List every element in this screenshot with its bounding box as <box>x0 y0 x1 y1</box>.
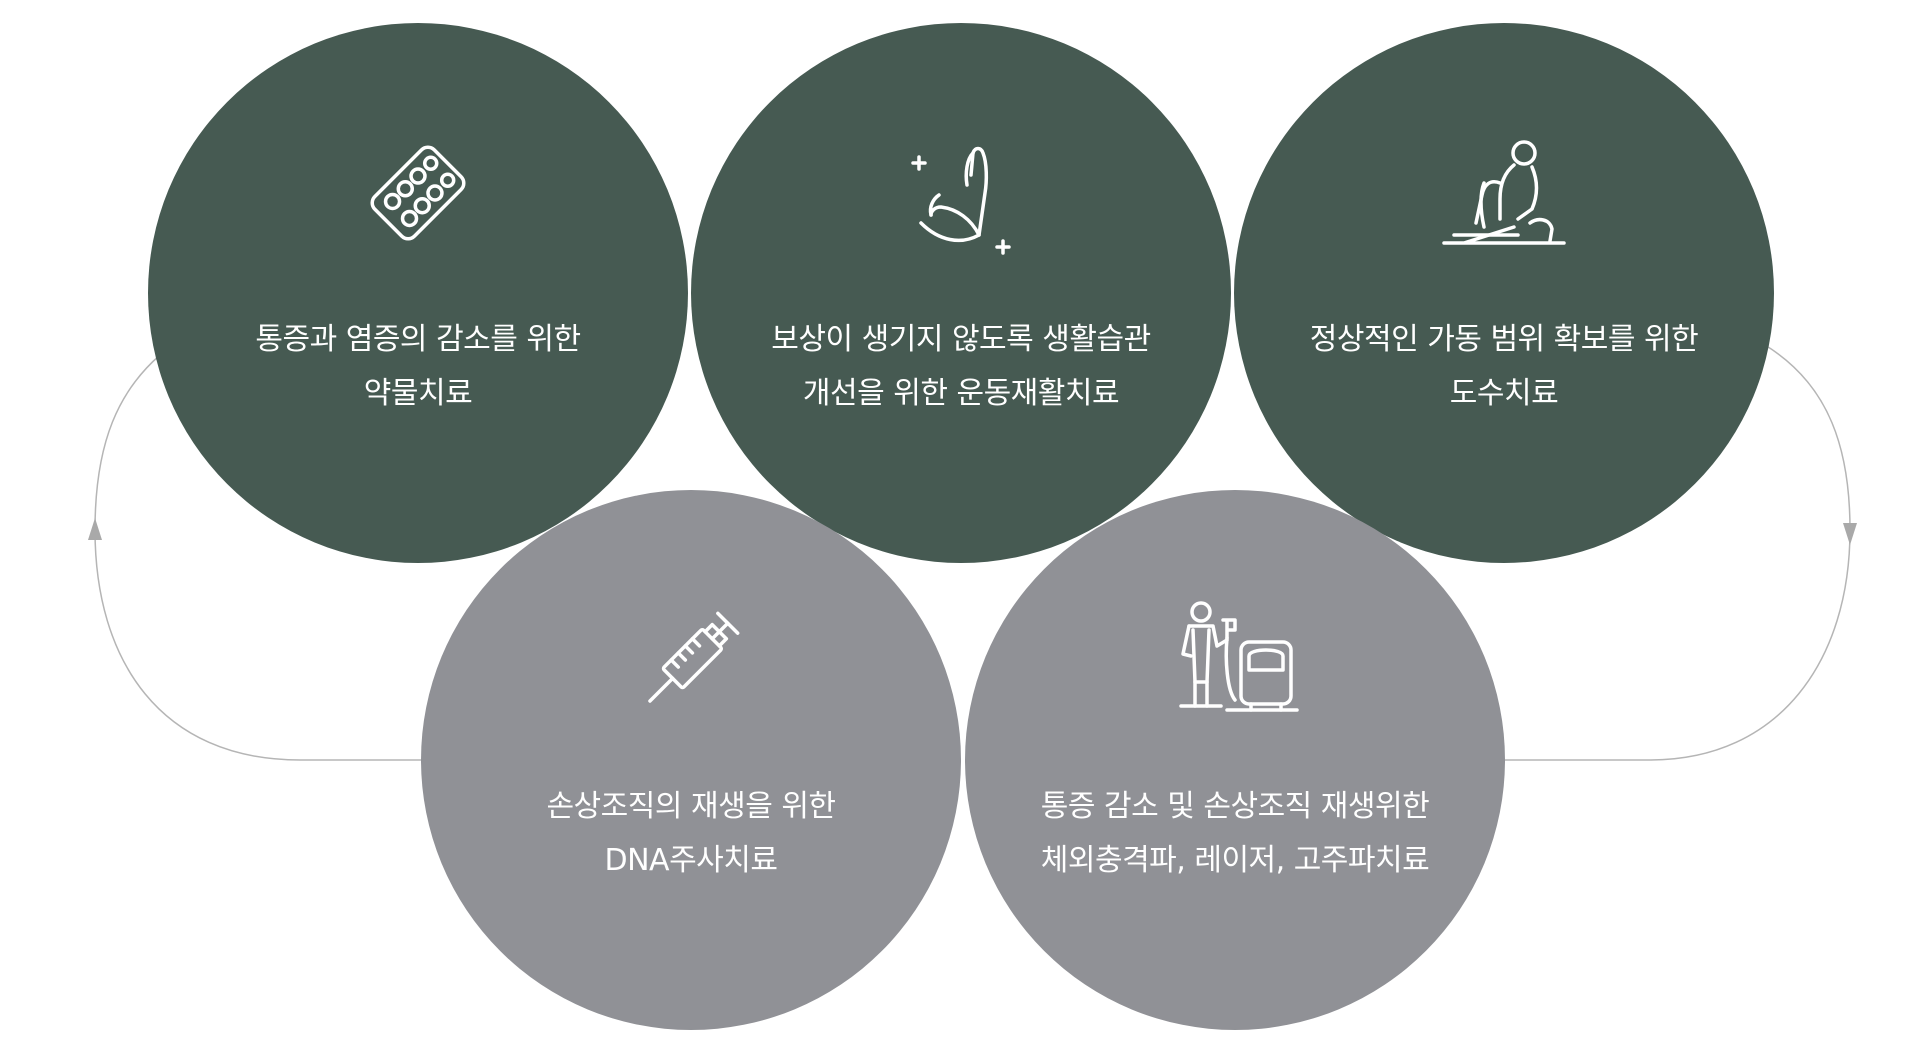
treatment-label-line2: 도수치료 <box>1449 376 1559 411</box>
treatment-label-line1: 손상조직의 재생을 위한 <box>546 789 836 824</box>
treatment-circle-medication: 통증과 염증의 감소를 위한 약물치료 <box>148 23 688 563</box>
left-arrow-up-icon <box>88 518 102 540</box>
treatment-label-line2: 체외충격파, 레이저, 고주파치료 <box>1040 843 1430 878</box>
treatment-label-line1: 통증 감소 및 손상조직 재생위한 <box>1040 789 1430 824</box>
treatment-label-line1: 정상적인 가동 범위 확보를 위한 <box>1309 322 1699 357</box>
left-connector-line <box>94 354 421 761</box>
shockwave-machine-icon <box>1165 590 1305 730</box>
treatment-label-line2: DNA주사치료 <box>604 843 778 878</box>
treatment-circle-exercise: 보상이 생기지 않도록 생활습관 개선을 위한 운동재활치료 <box>691 23 1231 563</box>
arm-exercise-icon <box>891 123 1031 263</box>
treatment-label-line2: 개선을 위한 운동재활치료 <box>802 376 1120 411</box>
treatment-circle-injection: 손상조직의 재생을 위한 DNA주사치료 <box>421 490 961 1030</box>
treatment-label-line1: 통증과 염증의 감소를 위한 <box>255 322 581 357</box>
treatment-label-line1: 보상이 생기지 않도록 생활습관 <box>771 322 1151 357</box>
pill-pack-icon <box>348 123 488 263</box>
treatment-label-line2: 약물치료 <box>363 376 473 411</box>
treatment-circle-manual-therapy: 정상적인 가동 범위 확보를 위한 도수치료 <box>1234 23 1774 563</box>
right-arrow-down-icon <box>1843 523 1857 545</box>
manual-therapy-icon <box>1434 123 1574 263</box>
right-connector-line <box>1505 344 1851 761</box>
syringe-icon <box>621 590 761 730</box>
treatment-circle-shockwave: 통증 감소 및 손상조직 재생위한 체외충격파, 레이저, 고주파치료 <box>965 490 1505 1030</box>
